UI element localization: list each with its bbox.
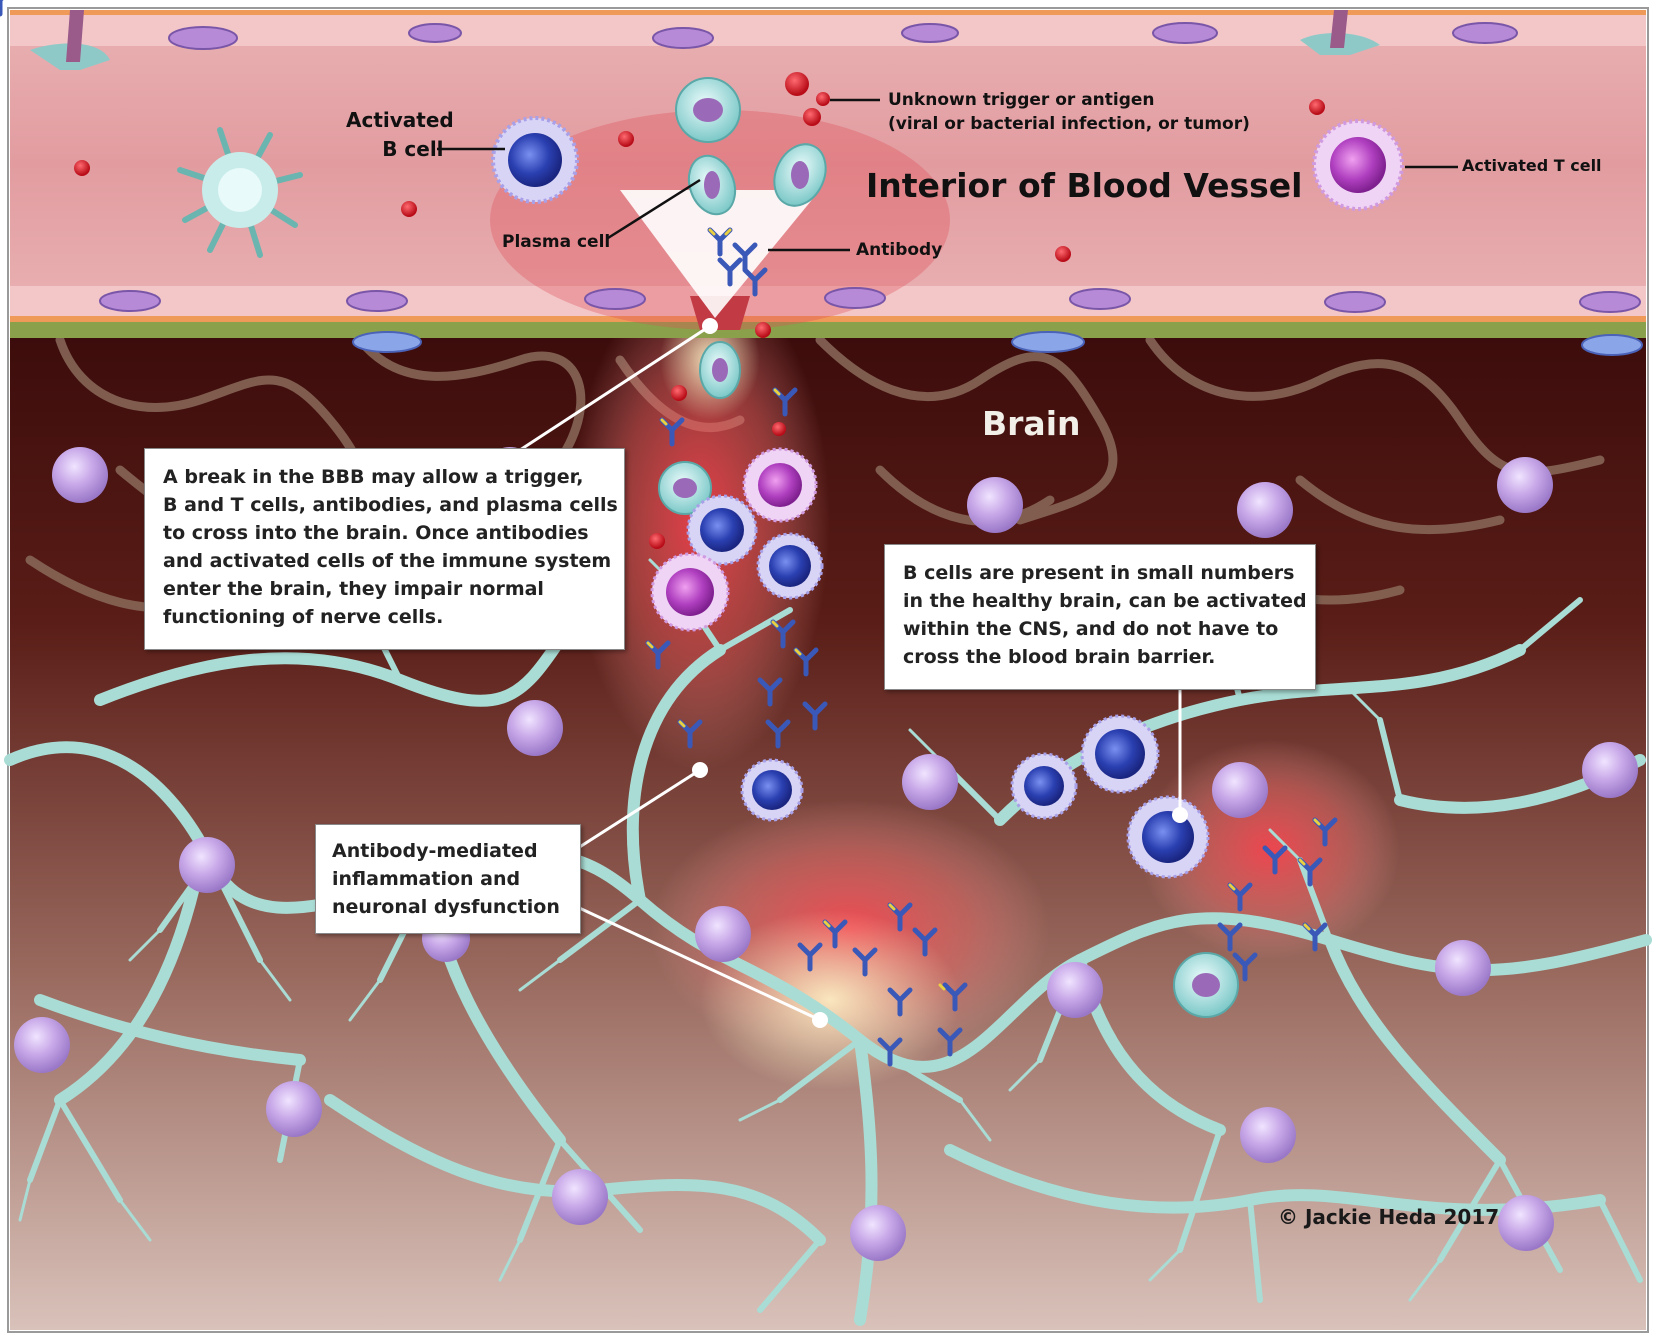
plasma-cell-label: Plasma cell (502, 232, 610, 252)
neuron-body (1497, 457, 1553, 513)
neuron-body (1047, 962, 1103, 1018)
neuron-body (14, 1017, 70, 1073)
activated-b-cell-label: Activated B cell (346, 106, 454, 164)
neuron-body (1240, 1107, 1296, 1163)
vessel-edge-top (10, 10, 1646, 15)
neuron-body (266, 1081, 322, 1137)
bbb-break-callout: A break in the BBB may allow a trigger, … (144, 448, 625, 650)
unknown-trigger-label: Unknown trigger or antigen (viral or bac… (888, 88, 1250, 136)
activated-t-cell-label: Activated T cell (1462, 156, 1602, 175)
neuron-body (967, 477, 1023, 533)
neuron-body (695, 906, 751, 962)
vessel-title: Interior of Blood Vessel (866, 166, 1302, 205)
neuron-body (1582, 742, 1638, 798)
neuron-body (179, 837, 235, 893)
neuron-body (1237, 482, 1293, 538)
b-cells-present-callout: B cells are present in small numbers in … (884, 544, 1316, 690)
neuron-body (52, 447, 108, 503)
neuron-body (507, 700, 563, 756)
activated-b-cell (493, 118, 577, 202)
activated-t-cell (1314, 121, 1402, 209)
neuron-body (1435, 940, 1491, 996)
vessel-wall-top (10, 14, 1646, 46)
antibody-inflammation-callout: Antibody-mediated inflammation and neuro… (315, 824, 581, 934)
neuron-body (902, 754, 958, 810)
basement-membrane (10, 322, 1646, 338)
neuron-body (850, 1205, 906, 1261)
antibody-label: Antibody (856, 240, 942, 260)
neuron-body (1498, 1195, 1554, 1251)
neuron-body (552, 1169, 608, 1225)
copyright-notice: © Jackie Heda 2017 (1278, 1205, 1499, 1229)
neuron-body (1212, 762, 1268, 818)
brain-label: Brain (982, 404, 1081, 443)
